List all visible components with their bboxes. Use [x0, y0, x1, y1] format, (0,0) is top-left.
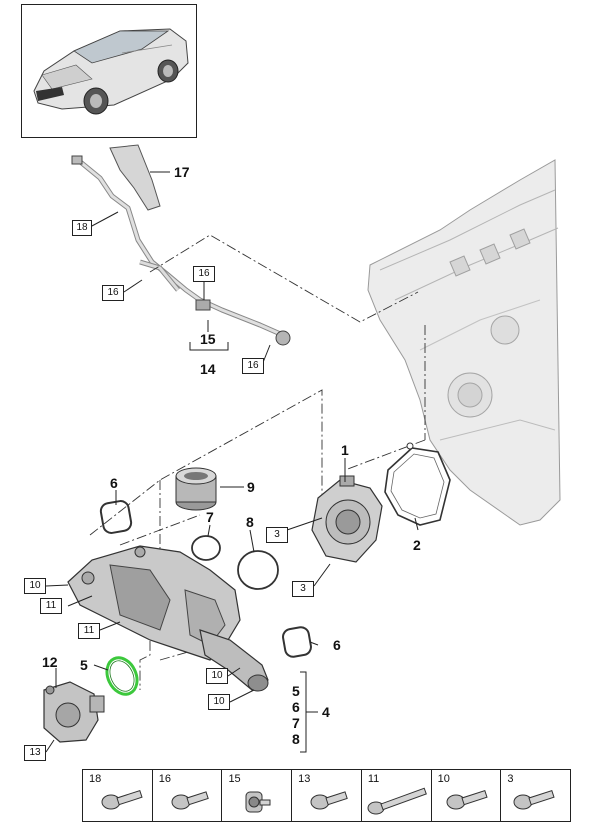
legend-number-15: 15	[228, 773, 241, 785]
o-ring-part-8	[237, 550, 279, 590]
box-label-16-left: 16	[102, 285, 124, 301]
callout-7: 7	[206, 509, 214, 525]
filter-sleeve-part-9	[175, 467, 217, 511]
box-label-3-lower: 3	[292, 581, 314, 597]
long-bolt-icon	[367, 787, 427, 815]
reference-lines	[87, 234, 426, 690]
callout-17: 17	[174, 164, 190, 180]
legend-cell-16: 16	[153, 770, 223, 821]
box-label-16-mid: 16	[193, 266, 215, 282]
legend-number-10: 10	[437, 773, 450, 785]
vehicle-thumbnail	[21, 4, 197, 138]
bolt-icon	[513, 789, 555, 810]
callout-8: 8	[246, 514, 254, 530]
callout-6-lower: 6	[333, 637, 341, 653]
bolt-icon	[101, 789, 143, 810]
callout-2: 2	[413, 537, 421, 553]
box-label-10-left: 10	[24, 578, 46, 594]
box-label-10-lower: 10	[208, 694, 230, 710]
o-ring-part-7	[191, 535, 221, 561]
bolt-icon	[171, 791, 209, 810]
fastener-legend: 18 16 15 13	[82, 769, 571, 822]
gasket-part-2	[384, 442, 451, 526]
callout-1: 1	[341, 442, 349, 458]
callout-12: 12	[42, 654, 58, 670]
box-label-10-mid: 10	[206, 668, 228, 684]
bolt-icon	[446, 789, 488, 810]
legend-number-16: 16	[158, 773, 171, 785]
box-label-11-left: 11	[40, 598, 62, 614]
seal-ring-part-6-upper	[99, 500, 133, 534]
callout-4: 4	[322, 704, 330, 720]
group-item-6: 6	[292, 699, 300, 715]
engine-block	[367, 159, 561, 526]
o-ring-part-5-highlighted	[105, 656, 139, 696]
legend-cell-11: 11	[362, 770, 432, 821]
legend-number-11: 11	[367, 773, 380, 785]
legend-cell-15: 15	[222, 770, 293, 821]
box-label-18: 18	[72, 220, 92, 236]
group-item-5: 5	[292, 683, 300, 699]
bolt-icon	[310, 791, 348, 810]
legend-number-13: 13	[298, 773, 311, 785]
legend-number-3: 3	[507, 773, 514, 785]
callout-5: 5	[80, 657, 88, 673]
coolant-housing	[67, 545, 269, 692]
callout-14: 14	[200, 361, 216, 377]
legend-cell-3: 3	[501, 770, 570, 821]
coolant-pipe-assembly	[71, 144, 291, 346]
clip-icon	[245, 791, 271, 813]
thermostat-part-12	[43, 681, 105, 743]
box-label-13: 13	[24, 745, 46, 761]
legend-cell-13: 13	[292, 770, 362, 821]
box-label-16-right: 16	[242, 358, 264, 374]
seal-ring-part-6-lower	[282, 626, 312, 658]
legend-cell-18: 18	[83, 770, 153, 821]
box-label-3-upper: 3	[266, 527, 288, 543]
callout-6-upper: 6	[110, 475, 118, 491]
legend-cell-10: 10	[432, 770, 502, 821]
water-pump-part-1	[311, 475, 383, 563]
suv-illustration	[33, 28, 189, 115]
legend-number-18: 18	[89, 773, 102, 785]
group-item-7: 7	[292, 715, 300, 731]
group-item-8: 8	[292, 731, 300, 747]
callout-15: 15	[200, 331, 216, 347]
box-label-11-mid: 11	[78, 623, 100, 639]
callout-9: 9	[247, 479, 255, 495]
leader-lines	[45, 171, 419, 753]
